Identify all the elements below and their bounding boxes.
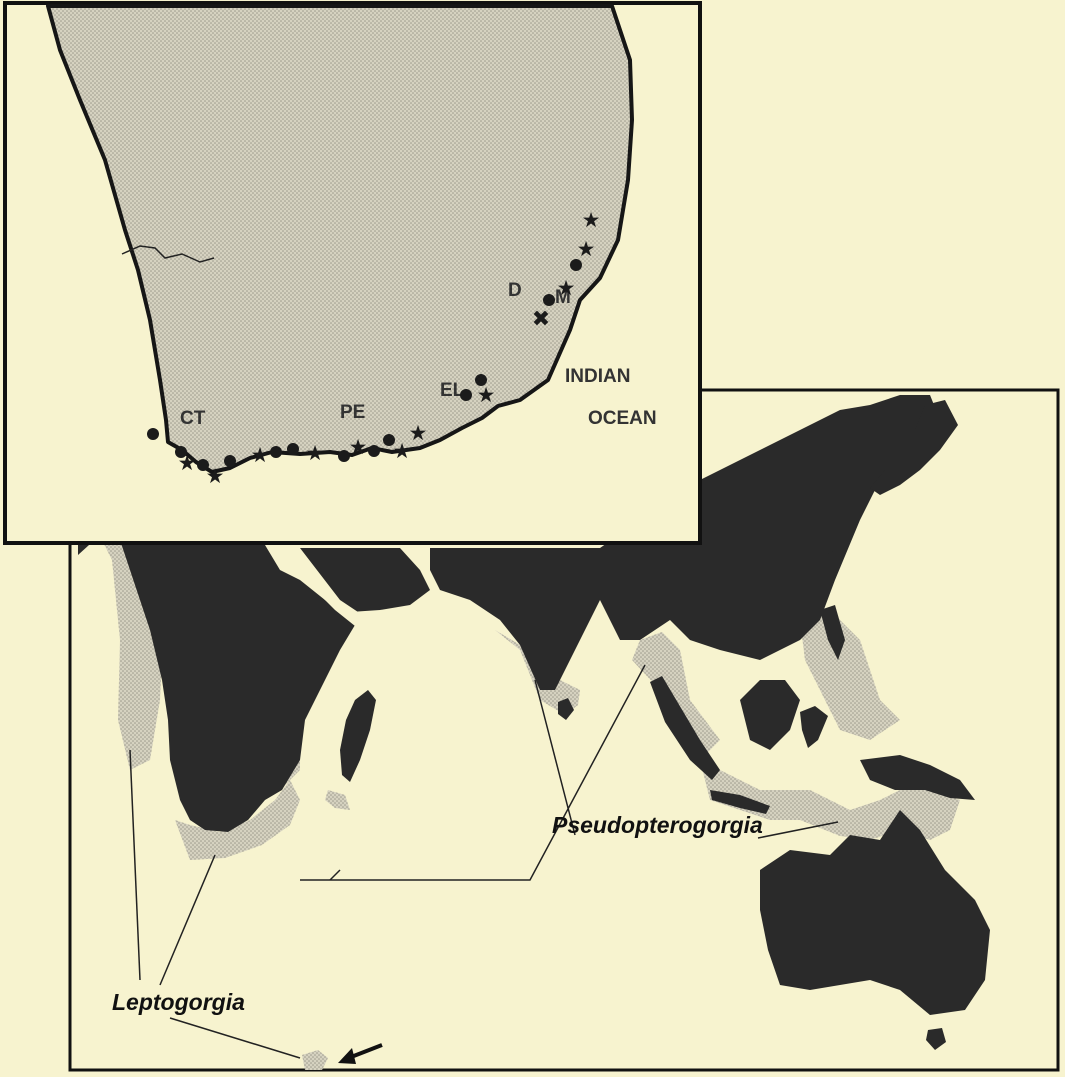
lepto-leader-island (169, 1017, 301, 1059)
locality-label-d: D (508, 280, 522, 301)
record-star: ★ (349, 435, 368, 459)
africa-land (78, 468, 355, 832)
record-circle (147, 428, 159, 440)
java-land (710, 790, 770, 814)
record-star: ★ (477, 383, 496, 407)
japan-land (870, 400, 958, 495)
pseudo-leader-indochina (300, 664, 646, 881)
lepto-leader-south (159, 854, 216, 986)
record-star: ★ (251, 443, 270, 467)
red-sea (280, 548, 370, 630)
indochina-range (632, 632, 720, 760)
record-star: ★ (178, 451, 197, 475)
record-star: ★ (206, 464, 225, 488)
leptogorgia-island-range (302, 1050, 328, 1070)
record-circle (224, 455, 236, 467)
record-star: ★ (306, 441, 325, 465)
record-star: ★ (582, 208, 601, 232)
taxon-label-pseudopterogorgia: Pseudopterogorgia (552, 812, 763, 838)
record-circle (475, 374, 487, 386)
record-star: ★ (577, 237, 596, 261)
record-cross-icon: ✖ (532, 307, 550, 332)
pseudo-leader-indonesia (757, 821, 839, 839)
record-circle (338, 450, 350, 462)
locality-label-el: EL (440, 380, 465, 401)
ocean-label-line2: OCEAN (588, 408, 657, 429)
new-guinea-land (860, 755, 975, 800)
record-star: ★ (409, 421, 428, 445)
ocean-label-line1: INDIAN (565, 366, 630, 387)
record-star: ★ (557, 276, 576, 300)
record-circle (287, 443, 299, 455)
record-circle (543, 294, 555, 306)
orange-river (121, 245, 215, 263)
madagascar-range (325, 790, 350, 810)
sumatra-land (650, 676, 720, 780)
sri-lanka-land (558, 698, 574, 720)
tasmania-land (926, 1028, 946, 1050)
leader-lines (129, 664, 839, 1059)
locality-label-ct: CT (180, 408, 206, 429)
record-circle (270, 446, 282, 458)
borneo-land (740, 680, 800, 750)
taxon-label-leptogorgia: Leptogorgia (112, 989, 245, 1015)
record-circle (383, 434, 395, 446)
record-circle (460, 389, 472, 401)
locality-label-pe: PE (340, 402, 365, 423)
philippines-land (820, 605, 845, 660)
record-circle (197, 459, 209, 471)
locality-label-m: M (555, 287, 571, 308)
record-circle (368, 445, 380, 457)
madagascar-land (340, 690, 376, 782)
southern-africa-range (175, 780, 300, 860)
lepto-leader-west (129, 749, 141, 981)
record-circle (175, 446, 187, 458)
record-circle (570, 259, 582, 271)
record-markers-stars: ★ ★ ★ ★ ★ ★ ★ ★ ★ ★ ★ (178, 208, 601, 488)
inset-map: M D EL PE CT INDIAN OCEAN ★ ★ ★ (3, 1, 702, 545)
australia-land (760, 810, 990, 1015)
southern-africa-land (46, 4, 634, 474)
sulawesi-land (800, 706, 828, 748)
record-markers-circles (147, 259, 582, 471)
record-star: ★ (393, 439, 412, 463)
taiwan-land (826, 550, 838, 572)
pseudo-leader-madagascar (329, 869, 341, 881)
arrow-icon (338, 1043, 383, 1064)
philippines-range (800, 610, 900, 740)
arabia-land (290, 548, 430, 612)
